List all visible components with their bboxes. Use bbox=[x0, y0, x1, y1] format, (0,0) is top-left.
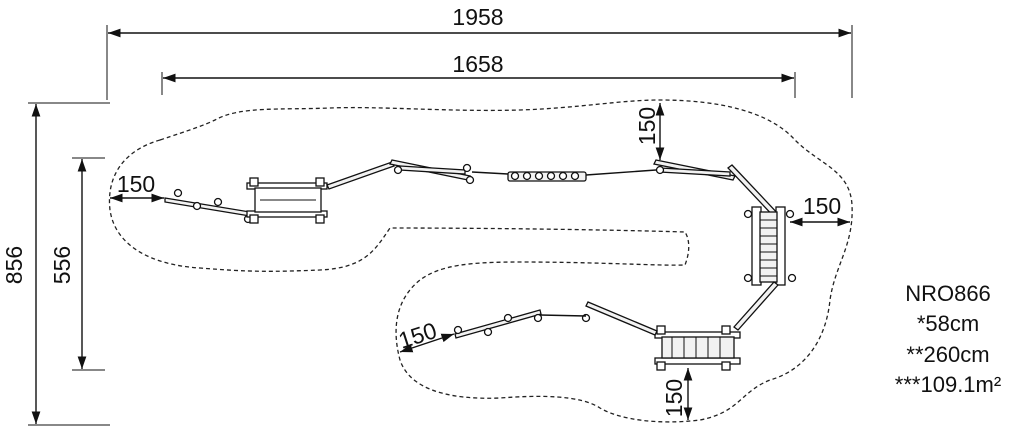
safety-zone-outline bbox=[108, 99, 853, 423]
overall-height-dimension: 856 bbox=[1, 102, 110, 426]
clearance-lower-left-dimension: 150 bbox=[395, 317, 455, 354]
spec-block: NRO866 *58cm **260cm ***109.1m² bbox=[895, 281, 1001, 397]
overall-width-dimension: 1958 bbox=[106, 4, 853, 100]
max-height: **260cm bbox=[906, 342, 989, 367]
safety-area: ***109.1m² bbox=[895, 372, 1001, 397]
inner-width-dimension: 1658 bbox=[161, 51, 796, 98]
clearance-bottom-label: 150 bbox=[661, 379, 687, 417]
clearance-lower-left-label: 150 bbox=[395, 317, 440, 354]
overall-width-label: 1958 bbox=[452, 4, 503, 30]
model-number: NRO866 bbox=[905, 281, 991, 306]
clearance-left-dimension: 150 bbox=[110, 171, 164, 203]
clearance-top-dimension: 150 bbox=[634, 103, 665, 160]
overall-height-label: 856 bbox=[1, 246, 27, 284]
clearance-top-label: 150 bbox=[634, 107, 660, 145]
free-fall-height: *58cm bbox=[917, 311, 979, 336]
equipment-ladder bbox=[743, 206, 797, 286]
clearance-left-label: 150 bbox=[117, 171, 155, 197]
equipment-upper-run bbox=[164, 159, 783, 224]
clearance-right-label: 150 bbox=[803, 193, 841, 219]
inner-height-label: 556 bbox=[49, 246, 75, 284]
clearance-right-dimension: 150 bbox=[790, 193, 850, 227]
equipment-lower-run bbox=[453, 281, 779, 371]
clearance-bottom-dimension: 150 bbox=[661, 368, 693, 420]
inner-width-label: 1658 bbox=[452, 51, 503, 77]
inner-height-dimension: 556 bbox=[49, 157, 105, 371]
